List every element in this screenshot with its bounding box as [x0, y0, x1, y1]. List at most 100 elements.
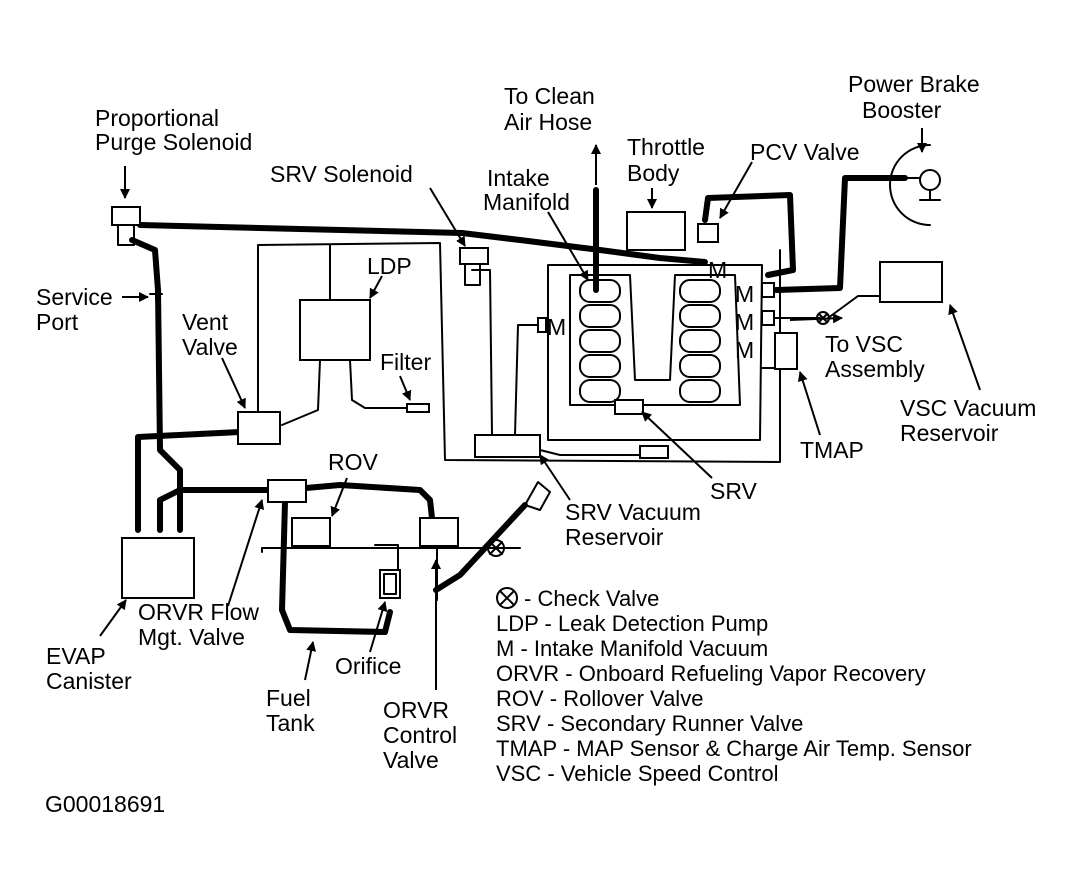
check-valve-filler	[487, 539, 505, 557]
line-m-left	[514, 324, 541, 436]
label-orvr-flow-2: Mgt. Valve	[138, 624, 245, 650]
srv-valve	[614, 399, 644, 415]
label-m-r1: M	[735, 281, 754, 307]
hose-canister-orvr	[157, 487, 271, 533]
service-port	[149, 287, 163, 301]
hose-filler-neck	[433, 502, 528, 593]
label-intake-1: Intake	[487, 165, 550, 191]
label-throttle-1: Throttle	[627, 134, 705, 160]
hose-canister-vent	[135, 429, 243, 533]
rov-right	[419, 517, 459, 547]
label-service-2: Port	[36, 309, 79, 335]
purge-solenoid-body	[117, 224, 135, 246]
label-vent-2: Valve	[182, 334, 238, 360]
label-m-r3: M	[735, 337, 754, 363]
legend-item: - Check Valve	[524, 586, 659, 611]
label-throttle-2: Body	[627, 160, 680, 186]
hose-brake-booster	[773, 175, 908, 293]
small-box	[639, 445, 669, 459]
rov-left	[291, 517, 331, 547]
label-orvr-ctrl-2: Control	[383, 722, 457, 748]
label-srv-solenoid: SRV Solenoid	[270, 161, 413, 187]
line-orv-vertical	[374, 544, 399, 581]
label-m-top: M	[708, 257, 727, 283]
orvr-flow-valve	[267, 479, 307, 503]
label-fuel-1: Fuel	[266, 685, 311, 711]
brake-booster-stem	[904, 177, 941, 201]
srv-solenoid-body	[464, 263, 481, 286]
hose-purge-to-intake	[137, 222, 708, 265]
srv-solenoid	[459, 247, 489, 265]
legend-item: TMAP - MAP Sensor & Charge Air Temp. Sen…	[496, 736, 972, 761]
purge-solenoid	[111, 206, 141, 226]
label-orvr-ctrl-3: Valve	[383, 747, 439, 773]
label-evap-2: Canister	[46, 668, 132, 694]
labels: Proportional Purge Solenoid To Clean Air…	[36, 71, 1036, 817]
leader-arrows	[99, 128, 981, 690]
label-proportional-purge-1: Proportional	[95, 105, 219, 131]
label-to-clean-1: To Clean	[504, 83, 595, 109]
label-evap-1: EVAP	[46, 643, 106, 669]
brake-booster-shell	[889, 144, 931, 226]
vacuum-hoses	[129, 175, 908, 635]
m-port-left	[537, 317, 547, 333]
label-to-clean-2: Air Hose	[504, 109, 592, 135]
hose-pcv	[702, 192, 796, 278]
line-fuel-top	[261, 547, 521, 553]
label-m-left: M	[547, 314, 566, 340]
pcv-valve	[697, 223, 719, 243]
label-proportional-purge-2: Purge Solenoid	[95, 129, 252, 155]
orifice-inner	[383, 573, 397, 595]
brake-booster-valve	[919, 169, 941, 191]
legend-item: ORVR - Onboard Refueling Vapor Recovery	[496, 661, 926, 686]
legend-item: ROV - Rollover Valve	[496, 686, 703, 711]
label-power-brake-1: Power Brake	[848, 71, 980, 97]
intake-manifold-outline	[547, 264, 763, 441]
legend: - Check Valve LDP - Leak Detection Pump …	[496, 586, 972, 786]
label-m-r2: M	[735, 309, 754, 335]
label-filter: Filter	[380, 349, 431, 375]
label-vsc-vac-1: VSC Vacuum	[900, 395, 1036, 421]
line-vsc-res	[827, 295, 881, 319]
filler-cap	[524, 481, 551, 511]
intake-runners-left	[579, 279, 621, 403]
label-power-brake-2: Booster	[862, 97, 942, 123]
thin-lines	[257, 242, 881, 601]
intake-plenum	[569, 274, 741, 406]
tmap-sensor	[774, 332, 798, 370]
components	[111, 144, 943, 599]
hose-purge-to-canister	[129, 237, 183, 533]
label-to-vsc-1: To VSC	[825, 331, 903, 357]
check-valve-filler-x	[489, 541, 503, 555]
label-srv: SRV	[710, 478, 758, 504]
intake-runners-right	[679, 279, 721, 403]
label-pcv: PCV Valve	[750, 139, 860, 165]
label-orvr-ctrl-1: ORVR	[383, 697, 449, 723]
label-orifice: Orifice	[335, 653, 401, 679]
label-vent-1: Vent	[182, 309, 229, 335]
filter	[406, 403, 430, 413]
label-to-vsc-2: Assembly	[825, 356, 925, 382]
line-srv-res	[539, 449, 641, 456]
line-ldp-vent	[281, 359, 321, 426]
label-tmap: TMAP	[800, 437, 864, 463]
legend-item: M - Intake Manifold Vacuum	[496, 636, 768, 661]
figure-id: G00018691	[45, 791, 165, 817]
throttle-body	[626, 211, 686, 251]
label-ldp: LDP	[367, 253, 412, 279]
line-ldp-filter	[349, 359, 411, 409]
hose-orvr-fuel-tank	[279, 499, 393, 635]
label-orvr-flow-1: ORVR Flow	[138, 599, 259, 625]
label-service-1: Service	[36, 284, 113, 310]
hose-orvr-to-rov	[303, 482, 435, 521]
line-vent-ldp	[257, 242, 781, 463]
vent-valve	[237, 411, 281, 445]
srv-vacuum-reservoir	[474, 434, 541, 458]
label-srv-vac-2: Reservoir	[565, 524, 664, 550]
legend-check-valve-icon	[496, 587, 518, 609]
evap-canister	[121, 537, 195, 599]
vsc-vacuum-reservoir	[879, 261, 943, 303]
label-rov: ROV	[328, 449, 379, 475]
legend-item: VSC - Vehicle Speed Control	[496, 761, 779, 786]
